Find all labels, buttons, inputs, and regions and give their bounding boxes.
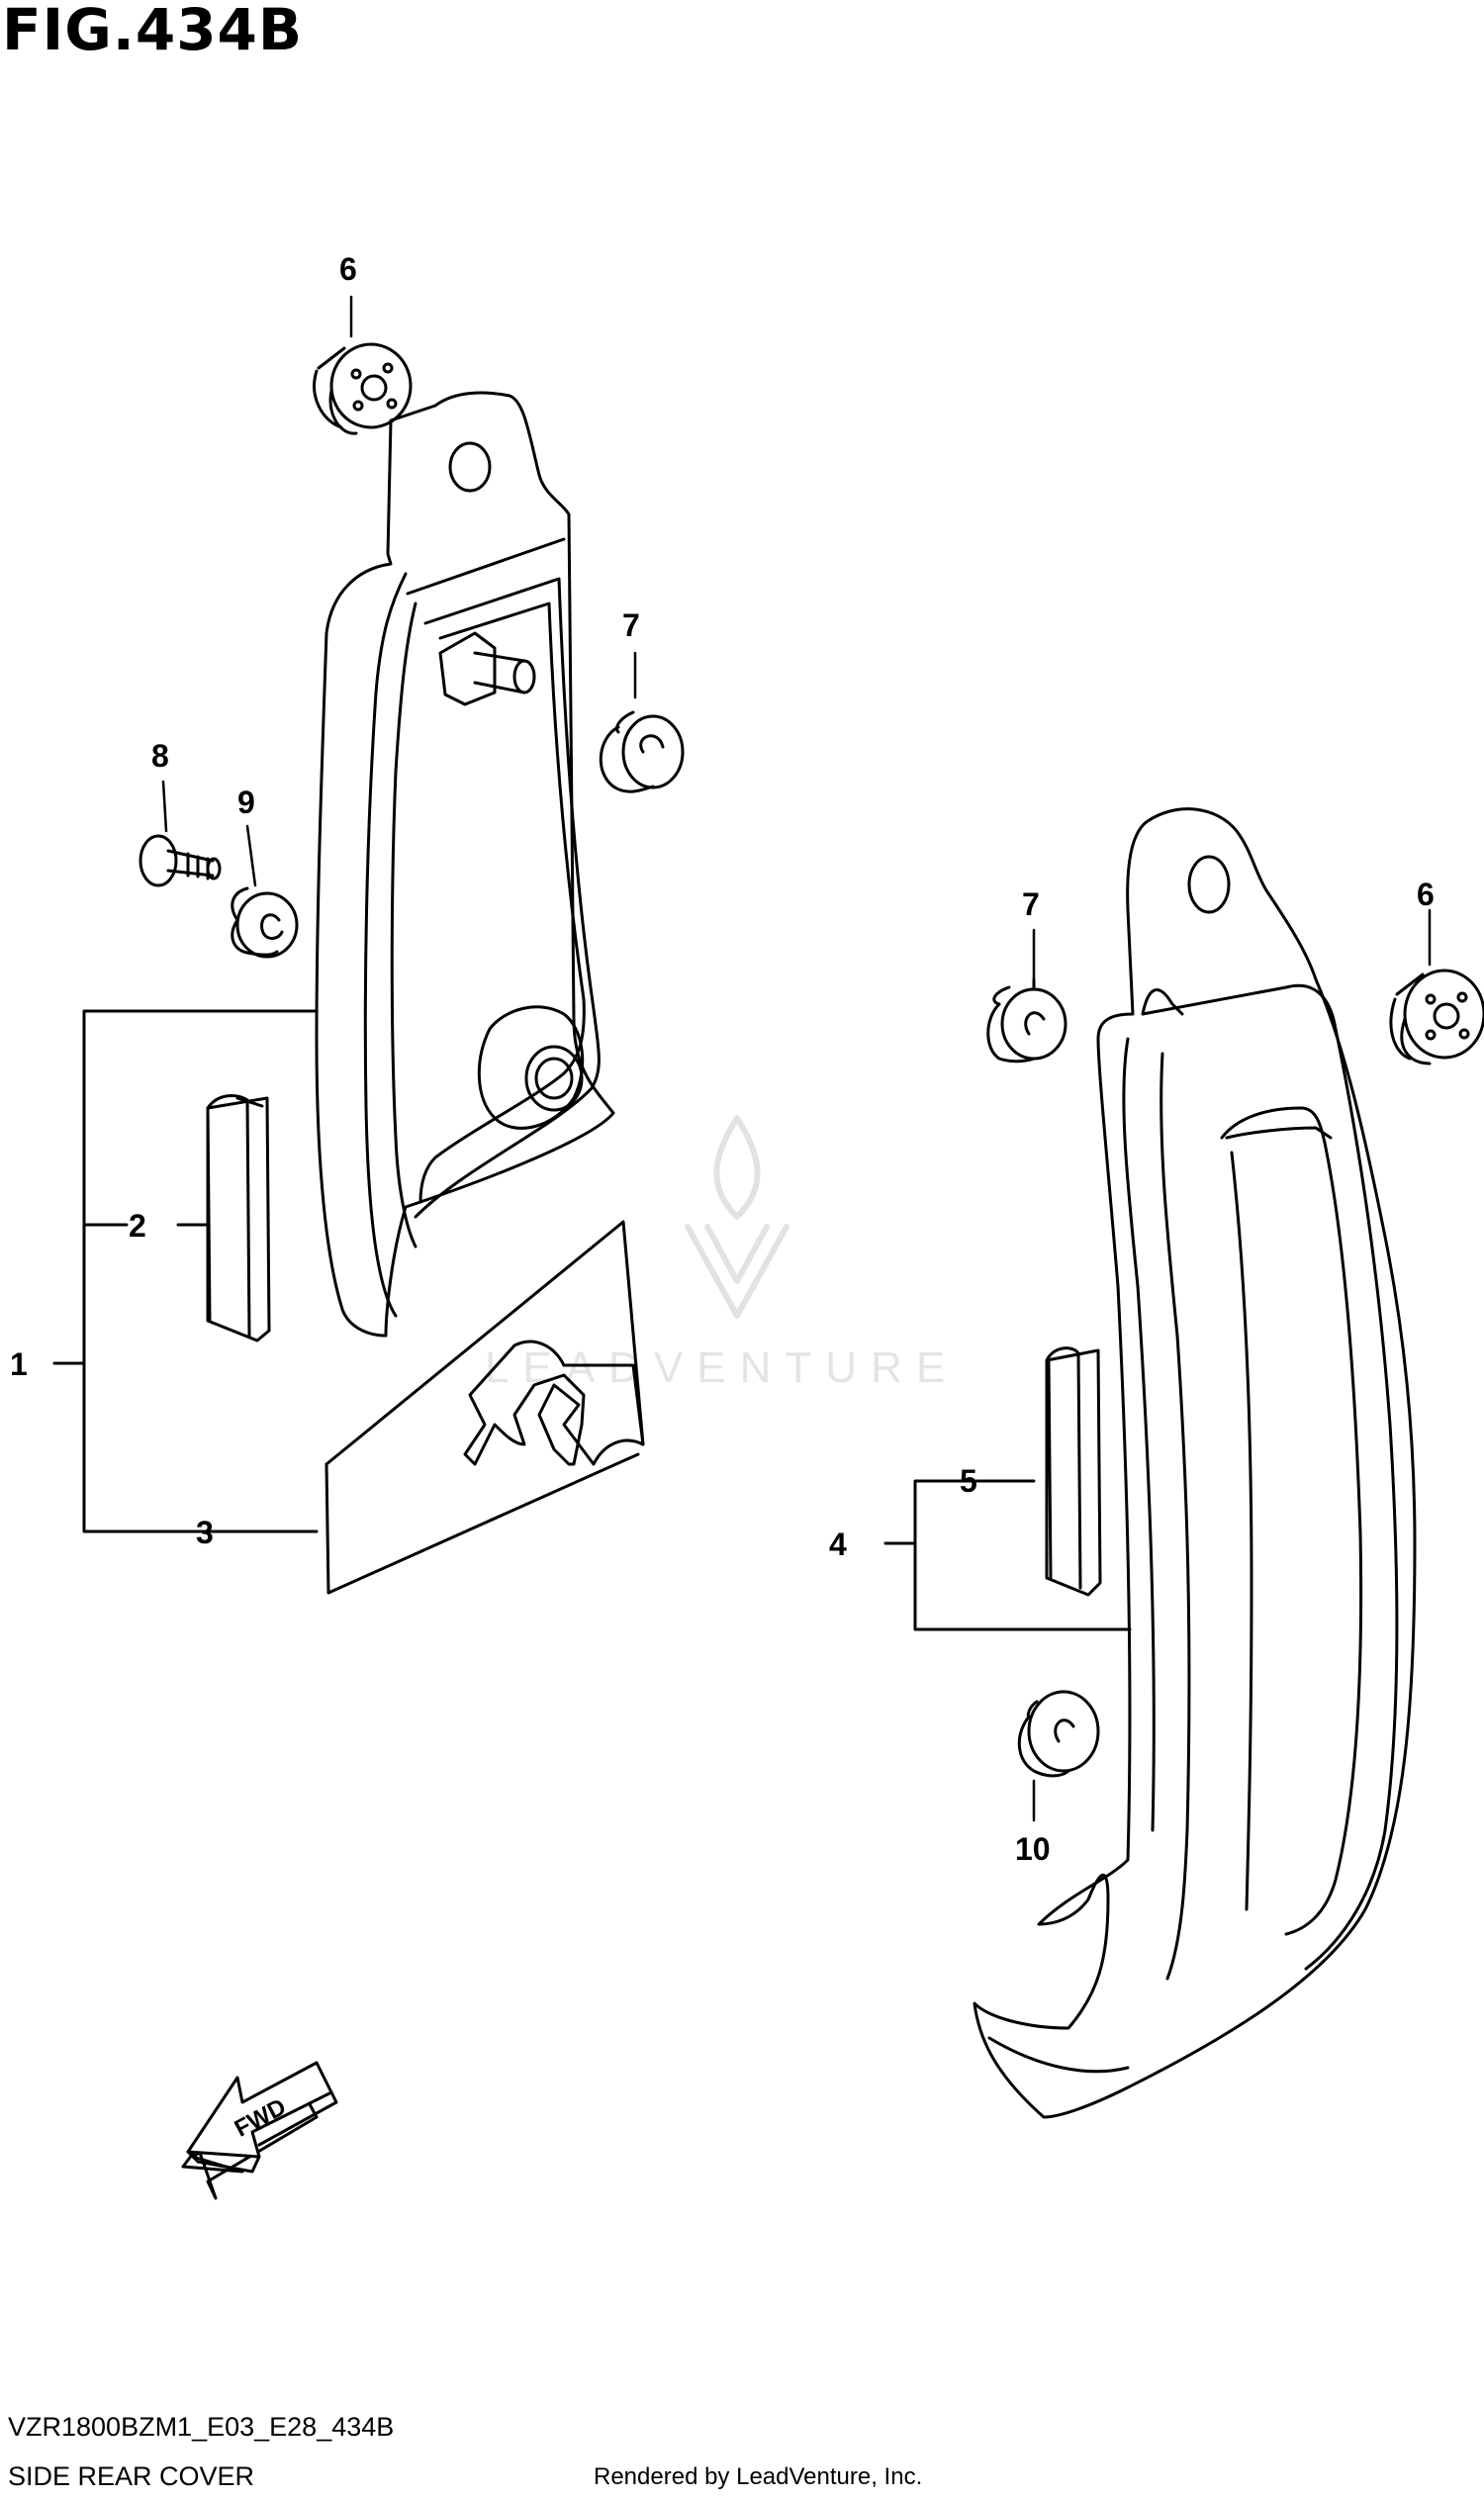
grommet-10	[1017, 1690, 1100, 1778]
callout-6-upper: 6	[339, 251, 357, 287]
callout-9: 9	[237, 785, 255, 820]
watermark-logo	[685, 1115, 789, 1319]
callout-1: 1	[10, 1346, 28, 1382]
callout-4: 4	[829, 1527, 847, 1562]
sheet-3	[325, 1220, 645, 1595]
grommet-6-lower	[1389, 969, 1484, 1065]
callout-5: 5	[960, 1463, 977, 1499]
callout-10: 10	[1015, 1831, 1051, 1867]
grommet-7-upper	[599, 710, 685, 793]
tape-2	[206, 1094, 271, 1343]
tape-5	[1045, 1346, 1102, 1597]
bracket-group-4	[883, 1479, 1132, 1631]
leader-lines	[161, 295, 1432, 1822]
fwd-arrow	[181, 2061, 338, 2200]
side-cover-right	[973, 807, 1417, 2119]
callout-7-upper: 7	[622, 607, 640, 643]
diagram-code: VZR1800BZM1_E03_E28_434B	[8, 2412, 395, 2442]
callout-8: 8	[151, 738, 169, 774]
bolt-8	[139, 834, 222, 887]
callout-labels: 6 7 8 9 1 2 3 7 6 5 4 10	[10, 251, 1435, 1867]
grommet-7-lower	[986, 977, 1067, 1064]
grommet-6-upper	[313, 342, 413, 435]
figure-title: FIG.434B	[2, 0, 304, 63]
watermark: LEADVENTURE	[485, 1343, 960, 1392]
side-cover-left	[315, 391, 615, 1338]
callout-7-lower: 7	[1022, 886, 1040, 922]
rendered-by-credit: Rendered by LeadVenture, Inc.	[594, 2463, 923, 2490]
bracket-group-1	[52, 1009, 319, 1533]
callout-6-lower: 6	[1417, 877, 1435, 912]
callout-2: 2	[129, 1208, 146, 1244]
grommet-9	[231, 886, 299, 959]
callout-3: 3	[196, 1515, 214, 1550]
diagram-name: SIDE REAR COVER	[8, 2461, 255, 2491]
